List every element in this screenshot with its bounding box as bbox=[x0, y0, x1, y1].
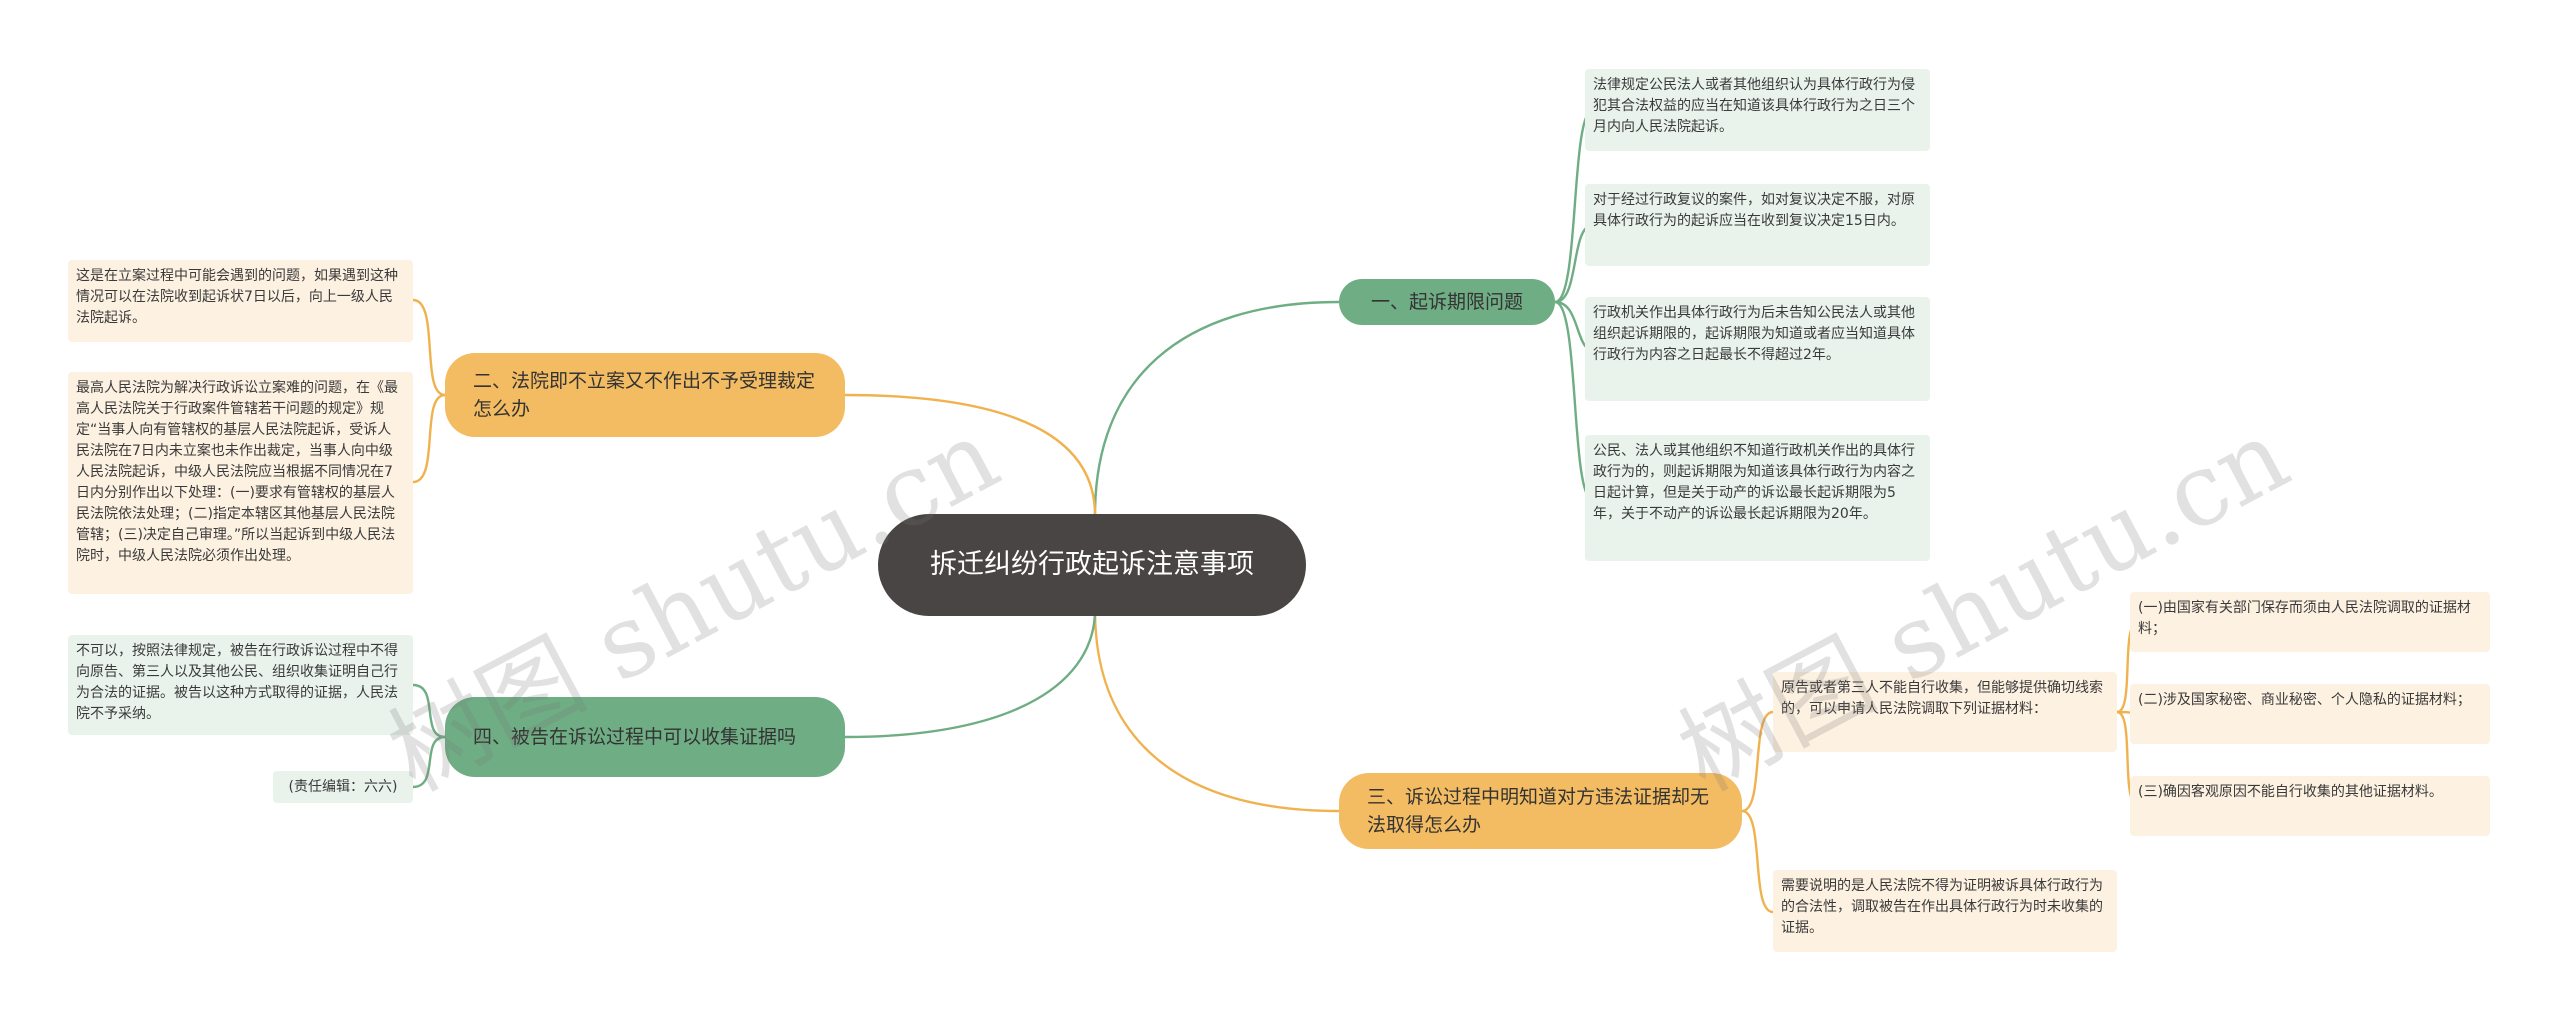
link-b2-l1 bbox=[412, 298, 446, 397]
leaf-evidence-court-limit[interactable]: 需要说明的是人民法院不得为证明被诉具体行政行为的合法性，调取被告在作出具体行政行… bbox=[1773, 870, 2117, 952]
leaf-no-filing-appeal[interactable]: 这是在立案过程中可能会遇到的问题，如果遇到这种情况可以在法院收到起诉状7日以后，… bbox=[68, 260, 413, 342]
leaf-evidence-secrets[interactable]: (二)涉及国家秘密、商业秘密、个人隐私的证据材料； bbox=[2130, 684, 2490, 744]
branch-no-filing-label: 二、法院即不立案又不作出不予受理裁定怎么办 bbox=[473, 370, 816, 420]
link-root-b2 bbox=[844, 393, 1097, 516]
leaf-text: 最高人民法院为解决行政诉讼立案难的问题，在《最高人民法院关于行政案件管辖若干问题… bbox=[76, 380, 398, 564]
leaf-deadline-two-years[interactable]: 行政机关作出具体行政行为后未告知公民法人或其他组织起诉期限的，起诉期限为知道或者… bbox=[1585, 297, 1930, 401]
leaf-text: 不可以，按照法律规定，被告在行政诉讼过程中不得向原告、第三人以及其他公民、组织收… bbox=[76, 643, 398, 722]
branch-deadline-label: 一、起诉期限问题 bbox=[1370, 291, 1523, 313]
leaf-text: (一)由国家有关部门保存而须由人民法院调取的证据材料； bbox=[2138, 600, 2471, 637]
leaf-deadline-property[interactable]: 公民、法人或其他组织不知道行政机关作出的具体行政行为的，则起诉期限为知道该具体行… bbox=[1585, 435, 1930, 561]
link-b3-l1 bbox=[1741, 710, 1774, 813]
root-topic[interactable]: 拆迁纠纷行政起诉注意事项 bbox=[878, 514, 1306, 616]
branch-defendant-evidence[interactable]: 四、被告在诉讼过程中可以收集证据吗 bbox=[445, 697, 845, 777]
leaf-text: 对于经过行政复议的案件，如对复议决定不服，对原具体行政行为的起诉应当在收到复议决… bbox=[1593, 192, 1915, 229]
leaf-evidence-objective-reasons[interactable]: (三)确因客观原因不能自行收集的其他证据材料。 bbox=[2130, 776, 2490, 836]
link-root-b3 bbox=[1093, 609, 1340, 813]
root-title: 拆迁纠纷行政起诉注意事项 bbox=[930, 549, 1254, 580]
branch-evidence-unobtainable-label: 三、诉讼过程中明知道对方违法证据却无法取得怎么办 bbox=[1367, 786, 1710, 836]
leaf-text: 公民、法人或其他组织不知道行政机关作出的具体行政行为的，则起诉期限为知道该具体行… bbox=[1593, 443, 1915, 522]
link-root-b1 bbox=[1093, 300, 1340, 516]
leaf-no-filing-supreme-court[interactable]: 最高人民法院为解决行政诉讼立案难的问题，在《最高人民法院关于行政案件管辖若干问题… bbox=[68, 372, 413, 594]
leaf-evidence-state-held[interactable]: (一)由国家有关部门保存而须由人民法院调取的证据材料； bbox=[2130, 592, 2490, 652]
leaf-text: 这是在立案过程中可能会遇到的问题，如果遇到这种情况可以在法院收到起诉状7日以后，… bbox=[76, 268, 398, 326]
leaf-text: 法律规定公民法人或者其他组织认为具体行政行为侵犯其合法权益的应当在知道该具体行政… bbox=[1593, 77, 1915, 135]
branch-evidence-unobtainable[interactable]: 三、诉讼过程中明知道对方违法证据却无法取得怎么办 bbox=[1339, 773, 1742, 849]
link-b2-l2 bbox=[412, 393, 446, 484]
leaf-text: 行政机关作出具体行政行为后未告知公民法人或其他组织起诉期限的，起诉期限为知道或者… bbox=[1593, 305, 1915, 363]
leaf-text: 需要说明的是人民法院不得为证明被诉具体行政行为的合法性，调取被告在作出具体行政行… bbox=[1781, 878, 2103, 936]
branch-defendant-evidence-label: 四、被告在诉讼过程中可以收集证据吗 bbox=[473, 726, 797, 748]
leaf-deadline-reconsideration[interactable]: 对于经过行政复议的案件，如对复议决定不服，对原具体行政行为的起诉应当在收到复议决… bbox=[1585, 184, 1930, 266]
leaf-text: (三)确因客观原因不能自行收集的其他证据材料。 bbox=[2138, 784, 2443, 800]
link-b3-l2 bbox=[1741, 809, 1774, 914]
leaf-deadline-three-months[interactable]: 法律规定公民法人或者其他组织认为具体行政行为侵犯其合法权益的应当在知道该具体行政… bbox=[1585, 69, 1930, 151]
branch-no-filing[interactable]: 二、法院即不立案又不作出不予受理裁定怎么办 bbox=[445, 353, 845, 437]
branch-deadline[interactable]: 一、起诉期限问题 bbox=[1339, 279, 1555, 325]
leaf-defendant-cannot-collect[interactable]: 不可以，按照法律规定，被告在行政诉讼过程中不得向原告、第三人以及其他公民、组织收… bbox=[68, 635, 413, 735]
leaf-text: (责任编辑：六六) bbox=[288, 779, 398, 795]
leaf-editor-note[interactable]: (责任编辑：六六) bbox=[273, 771, 413, 803]
link-root-b4 bbox=[844, 609, 1097, 739]
leaf-text: 原告或者第三人不能自行收集，但能够提供确切线索的，可以申请人民法院调取下列证据材… bbox=[1781, 680, 2103, 717]
link-b4-l1 bbox=[412, 683, 446, 739]
leaf-text: (二)涉及国家秘密、商业秘密、个人隐私的证据材料； bbox=[2138, 692, 2471, 708]
leaf-evidence-request[interactable]: 原告或者第三人不能自行收集，但能够提供确切线索的，可以申请人民法院调取下列证据材… bbox=[1773, 672, 2117, 752]
link-b4-l2 bbox=[412, 735, 446, 789]
